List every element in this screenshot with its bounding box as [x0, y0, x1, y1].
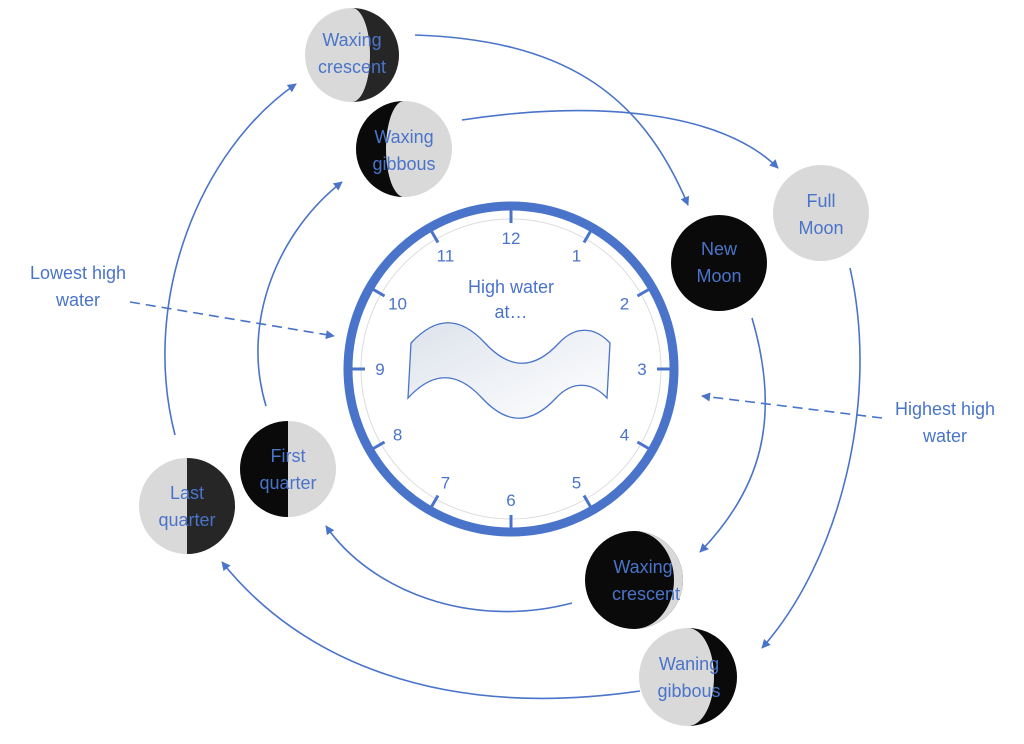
moon-label: Last	[170, 483, 204, 503]
clock-tick	[369, 286, 386, 298]
arrow-highest-high-water	[701, 392, 883, 419]
moon-first-quarter: First quarter	[240, 421, 336, 517]
moon-full-moon: Full Moon	[773, 165, 869, 261]
clock-tick	[636, 440, 653, 452]
clock-number: 2	[620, 295, 629, 314]
moon-label: Waxing	[322, 30, 381, 50]
clock-number: 1	[572, 247, 581, 266]
annotation-label: water	[922, 426, 967, 446]
moon-label: quarter	[158, 510, 215, 530]
clock-tick	[636, 286, 653, 298]
moon-waxing-crescent-top: Waxing crescent	[305, 8, 399, 102]
clock-tick	[582, 227, 594, 244]
center-label-line1: High water	[468, 277, 554, 297]
moon-waning-gibbous: Waning gibbous	[639, 628, 737, 726]
arrow-waxing-gibbous-to-full-moon	[461, 109, 779, 169]
moon-label: crescent	[612, 584, 680, 604]
arrow-waxing-crescent-to-first-quarter	[325, 525, 573, 613]
arrow-first-quarter-to-waxing-gibbous	[257, 181, 343, 407]
moon-waxing-crescent-bottom: Waxing crescent	[585, 531, 683, 629]
clock-tick	[369, 440, 386, 452]
wave-icon	[407, 322, 611, 419]
arrow-full-moon-to-waning-gibbous	[761, 267, 861, 649]
annotation-label: water	[55, 290, 100, 310]
annotation-lowest-high-water: Lowest high water	[30, 263, 126, 310]
arrow-new-moon-to-waxing-crescent	[699, 317, 767, 553]
clock-number: 8	[393, 426, 402, 445]
moon-label: Moon	[696, 266, 741, 286]
annotation-label: Lowest high	[30, 263, 126, 283]
clock-tick	[428, 494, 440, 511]
arrow-waning-gibbous-to-last-quarter	[221, 561, 641, 700]
center-label-line2: at…	[494, 302, 527, 322]
moon-label: Waxing	[374, 127, 433, 147]
arrow-lowest-high-water	[129, 301, 335, 340]
moon-label: crescent	[318, 57, 386, 77]
arrow-last-quarter-to-waxing-crescent	[164, 83, 297, 436]
clock-number: 12	[502, 229, 521, 248]
clock-ticks	[348, 206, 674, 532]
clock-number: 3	[637, 360, 646, 379]
moon-waxing-gibbous: Waxing gibbous	[356, 101, 452, 197]
moon-label: quarter	[259, 473, 316, 493]
arrow-waxing-crescent-to-new-moon	[414, 34, 690, 206]
moon-label: New	[701, 239, 738, 259]
clock-number: 7	[441, 473, 450, 492]
clock-number: 5	[572, 473, 581, 492]
clock-tick	[428, 227, 440, 244]
clock-number: 4	[620, 426, 629, 445]
moon-new-moon: New Moon	[671, 215, 767, 311]
moon-label: First	[271, 446, 306, 466]
moon-last-quarter: Last quarter	[139, 458, 235, 554]
moon-label: Waning	[659, 654, 719, 674]
moon-label: gibbous	[372, 154, 435, 174]
clock-number: 9	[375, 360, 384, 379]
clock-number: 6	[506, 491, 515, 510]
clock-number: 10	[388, 295, 407, 314]
annotation-highest-high-water: Highest high water	[895, 399, 995, 446]
clock-number: 11	[437, 247, 455, 266]
moon-label: Full	[806, 191, 835, 211]
cycle-arrows	[129, 34, 883, 700]
annotation-label: Highest high	[895, 399, 995, 419]
moon-label: Moon	[798, 218, 843, 238]
moon-label: gibbous	[657, 681, 720, 701]
clock-tick	[582, 494, 594, 511]
moon-label: Waxing	[613, 557, 672, 577]
